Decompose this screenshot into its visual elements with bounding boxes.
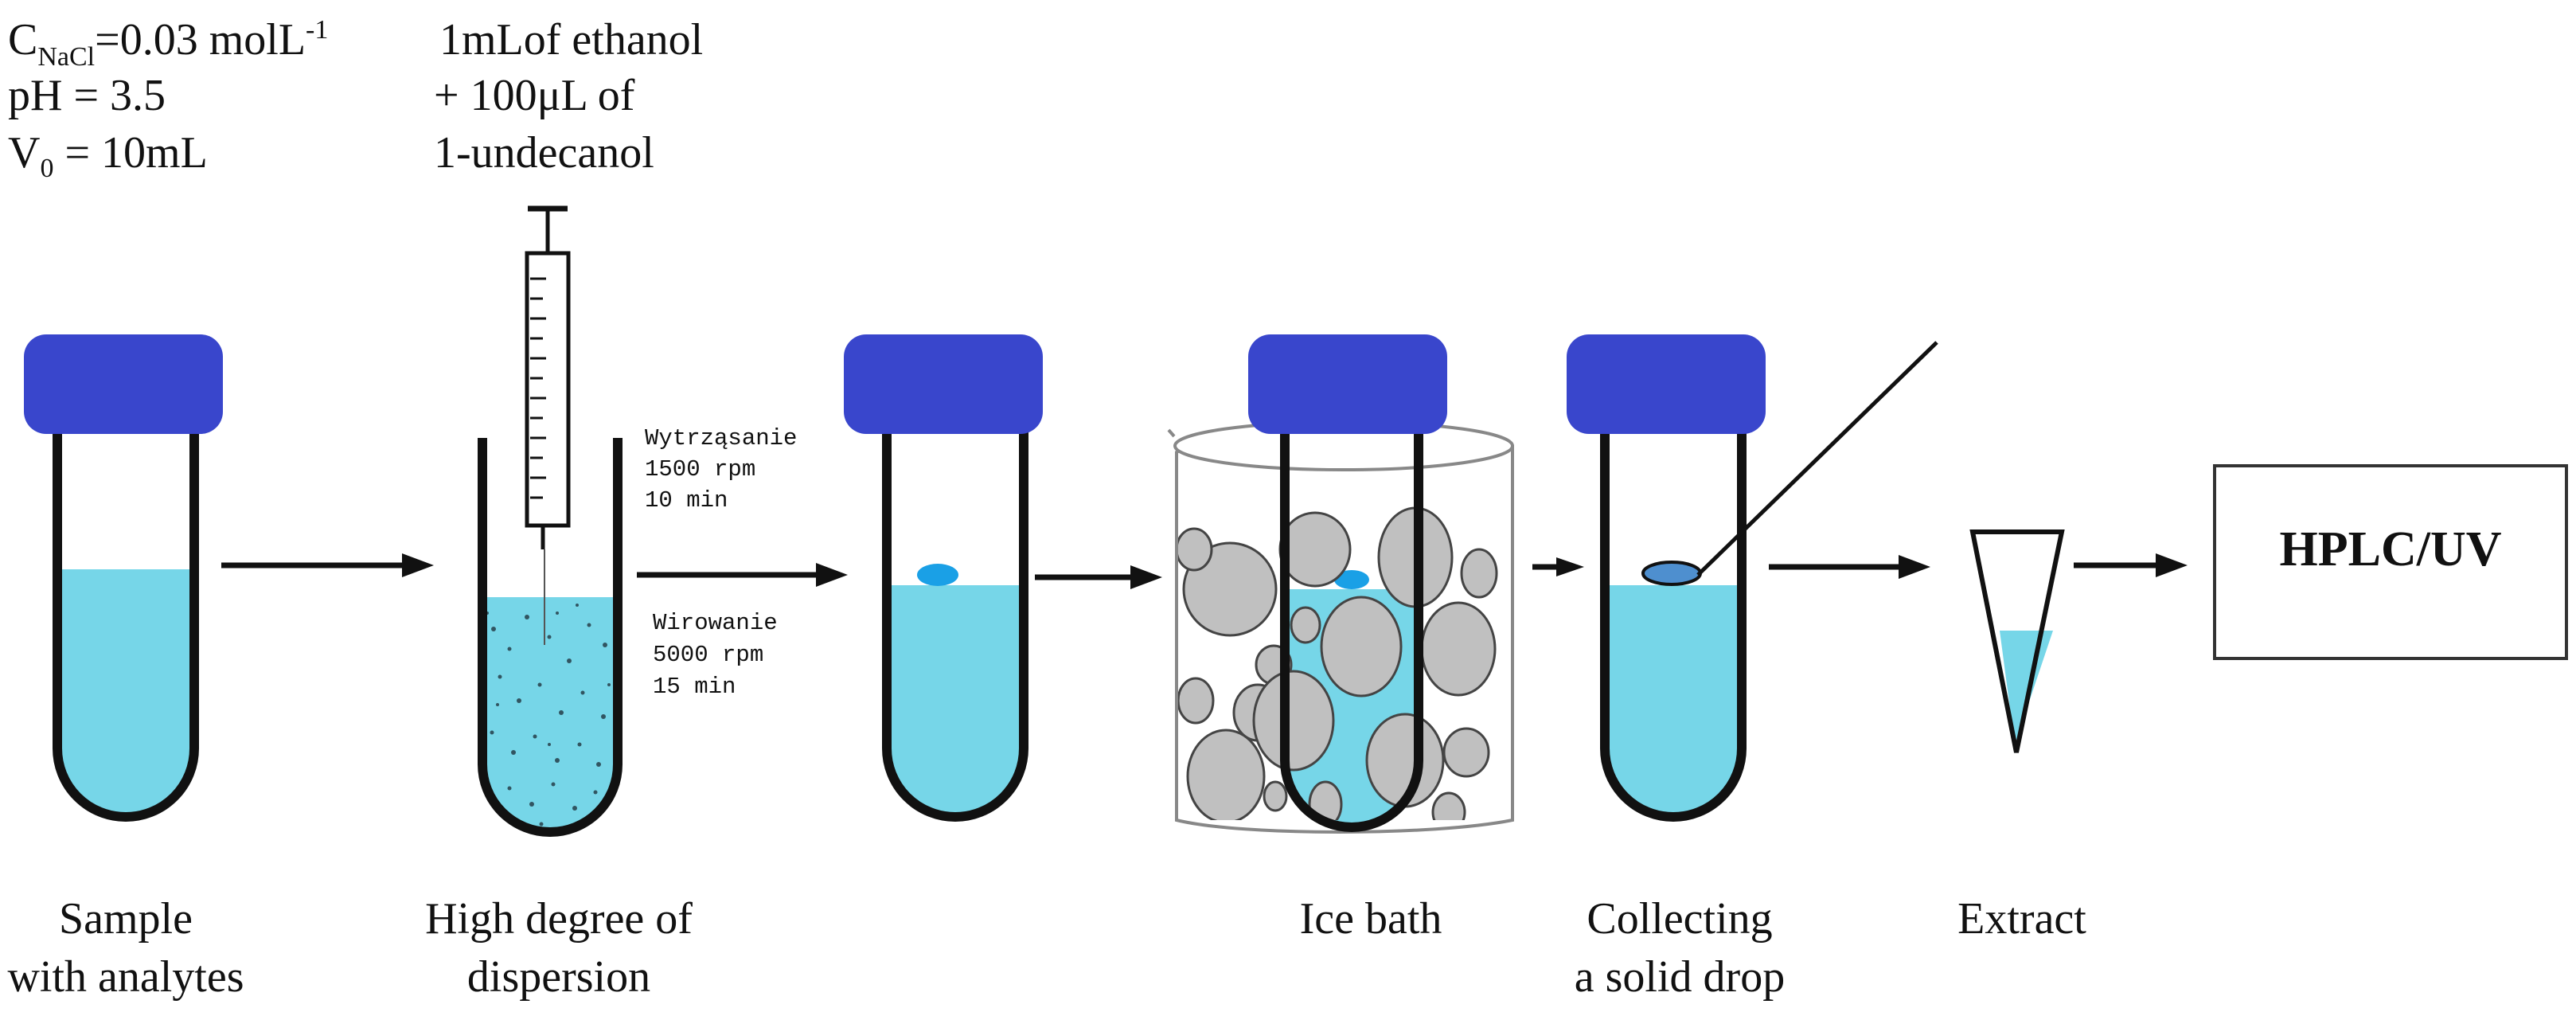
ice-cubes (1178, 506, 1498, 820)
centrifuge-line-1: Wirowanie (653, 610, 778, 636)
ice-bath-tube-wall (1280, 430, 1423, 832)
collection-tube-wall (1600, 430, 1747, 822)
sample-liquid (57, 569, 194, 817)
caption-extract: Extract (1957, 894, 2086, 944)
ph-value: pH = 3.5 (8, 71, 166, 120)
sample-tube-cap (24, 334, 223, 434)
solvent-line-1: 1mLof ethanol (439, 15, 703, 64)
caption-dispersion-2: dispersion (467, 952, 650, 1002)
caption-ice-bath: Ice bath (1300, 894, 1442, 944)
centrifuge-line-3: 15 min (653, 674, 736, 700)
extract-vial-outline (1969, 529, 2065, 753)
centrifuged-tube-cap (844, 334, 1043, 434)
arrow-6 (2074, 553, 2188, 577)
shaking-line-2: 1500 rpm (645, 456, 755, 483)
caption-collect-2: a solid drop (1575, 952, 1785, 1002)
solvent-line-2: + 100μL of (434, 71, 635, 120)
solid-drop (1641, 561, 1702, 586)
centrifuge-line-2: 5000 rpm (653, 642, 763, 668)
syringe-barrel (525, 251, 571, 528)
arrow-3 (1035, 565, 1162, 589)
centrifuged-tube-wall (882, 430, 1028, 822)
shaking-line-3: 10 min (645, 487, 728, 514)
syringe (525, 205, 571, 645)
solvent-line-3: 1-undecanol (434, 128, 654, 178)
caption-sample-2: with analytes (7, 952, 244, 1002)
caption-dispersion-1: High degree of (425, 894, 693, 944)
arrow-1 (221, 553, 434, 577)
dispersion-tube-wall (478, 438, 623, 837)
collection-tube-cap (1567, 334, 1766, 434)
extract-liquid (2000, 631, 2053, 744)
collection-tube (1567, 334, 1938, 822)
sample-tube (24, 334, 223, 822)
sample-tube-wall (53, 430, 199, 822)
nacl-concentration: CNaCl=0.03 molL-1 (8, 15, 328, 72)
caption-sample-1: Sample (59, 894, 193, 944)
arrow-5 (1769, 555, 1930, 579)
dispersion-liquid (482, 597, 618, 832)
centrifuged-liquid (887, 585, 1024, 817)
ice-bath-drop (1334, 570, 1369, 589)
hplc-uv-box: HPLC/UV (2213, 464, 2568, 660)
floating-drop (917, 564, 958, 586)
hplc-uv-label: HPLC/UV (2280, 522, 2502, 576)
shaking-line-1: Wytrząsanie (645, 425, 797, 451)
arrow-2 (637, 563, 848, 587)
centrifuged-tube (844, 334, 1043, 822)
collection-liquid (1605, 585, 1742, 817)
extract-vial (1969, 529, 2065, 753)
spatula (1696, 341, 1938, 576)
ice-bath (1167, 334, 1514, 834)
caption-collect-1: Collecting (1587, 894, 1772, 944)
arrow-4 (1532, 557, 1584, 576)
sample-volume: V0 = 10mL (8, 128, 208, 183)
ice-bath-tube-cap (1248, 334, 1447, 434)
syringe-scale (530, 277, 546, 499)
dispersion-tube (478, 438, 623, 837)
